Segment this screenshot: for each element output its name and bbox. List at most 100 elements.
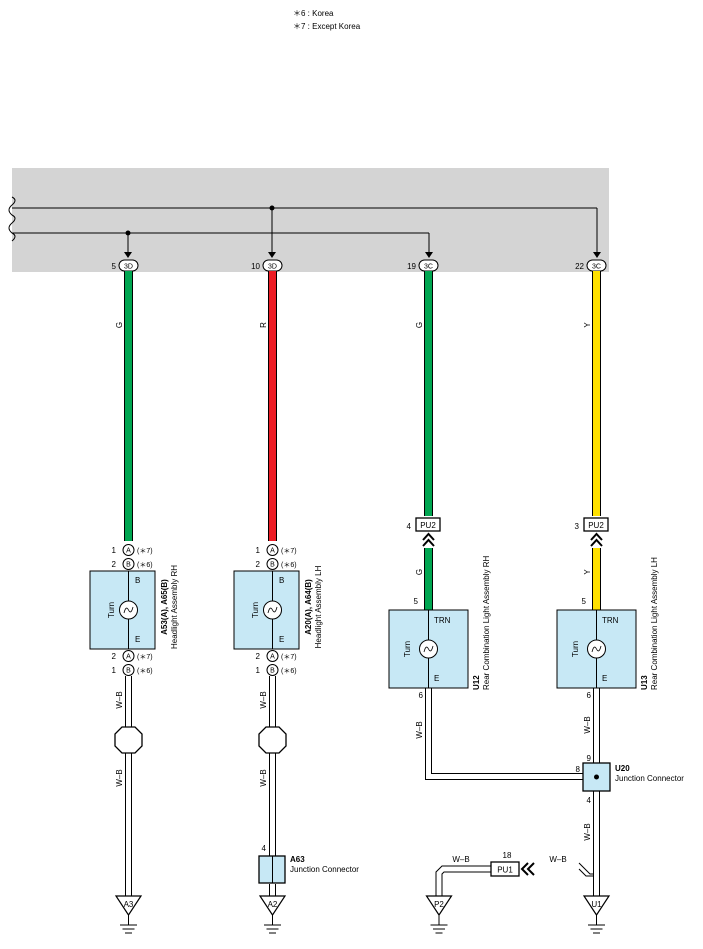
svg-text:B: B — [270, 562, 275, 569]
u12-pin-5: 5 — [414, 597, 419, 606]
svg-text:4: 4 — [587, 796, 592, 805]
splice-octagon-rh — [114, 726, 143, 754]
svg-text:Turn: Turn — [107, 602, 116, 618]
svg-text:(＊6): (＊6) — [137, 668, 153, 675]
headlight-rh-component: B E Turn — [89, 570, 156, 650]
svg-text:(＊6): (＊6) — [281, 562, 297, 569]
a63-id: A63 — [290, 855, 305, 864]
u20-id: U20 — [615, 764, 630, 773]
u13-name: Rear Combination Light Assembly LH — [650, 557, 659, 690]
u12-pin-6: 6 — [419, 691, 424, 700]
headlight-lh-id: A20(A), A64(B) — [304, 579, 313, 635]
svg-text:3D: 3D — [268, 264, 277, 271]
svg-text:4: 4 — [407, 522, 412, 531]
bus-arrows — [124, 252, 601, 258]
svg-text:A3: A3 — [124, 900, 134, 909]
svg-text:3C: 3C — [592, 264, 601, 271]
svg-text:A: A — [126, 654, 131, 661]
rear-combination-rh-component: TRN E Turn — [388, 609, 469, 689]
svg-text:PU2: PU2 — [588, 521, 604, 530]
svg-text:E: E — [279, 635, 284, 644]
junction-dot — [269, 205, 275, 211]
svg-text:PU1: PU1 — [497, 866, 513, 875]
mini-connector-b-rh-bottom: 1 B (＊6) — [112, 664, 153, 676]
pu1-connector: 18 PU1 — [490, 851, 535, 877]
pu2-connector-right: 3 PU2 — [575, 517, 609, 547]
svg-text:A: A — [270, 654, 275, 661]
svg-text:1: 1 — [256, 546, 261, 555]
bus-block — [12, 168, 609, 272]
headlight-rh-id: A53(A), A65(B) — [160, 579, 169, 635]
u20-name: Junction Connector — [615, 774, 684, 783]
top-pin-19: 3C 19 — [407, 259, 439, 272]
wire-label-r: R — [259, 322, 268, 328]
svg-text:2: 2 — [112, 560, 117, 569]
wire-label-wb: W–B — [583, 716, 592, 733]
svg-text:22: 22 — [575, 262, 584, 271]
wire-label-wb: W–B — [415, 721, 424, 738]
top-pin-22: 3C 22 — [575, 259, 607, 272]
headlight-rh-name: Headlight Assembly RH — [170, 565, 179, 649]
u12-name: Rear Combination Light Assembly RH — [482, 555, 491, 690]
svg-text:3C: 3C — [424, 264, 433, 271]
svg-text:B: B — [126, 562, 131, 569]
svg-text:Turn: Turn — [571, 641, 580, 657]
wire-label-wb: W–B — [583, 823, 592, 840]
u20-junction-connector: 9 8 4 — [576, 754, 611, 805]
svg-text:PU2: PU2 — [420, 521, 436, 530]
svg-text:E: E — [135, 635, 140, 644]
wire-label-g: G — [115, 322, 124, 328]
svg-text:TRN: TRN — [602, 616, 619, 625]
svg-text:(＊6): (＊6) — [281, 668, 297, 675]
wire-yellow — [592, 271, 601, 610]
svg-text:(＊7): (＊7) — [137, 654, 153, 661]
svg-text:(＊6): (＊6) — [137, 562, 153, 569]
wire-label-wb: W–B — [115, 769, 124, 786]
ground-a2: A2 — [258, 895, 287, 934]
svg-text:B: B — [279, 576, 284, 585]
junction-dot — [125, 230, 131, 236]
splice-octagon-lh — [258, 726, 287, 754]
pu2-connector-left: 4 PU2 — [407, 517, 441, 547]
wire-red — [268, 271, 277, 541]
svg-text:3: 3 — [575, 522, 580, 531]
svg-text:A: A — [126, 548, 131, 555]
svg-text:E: E — [602, 674, 607, 683]
u13-pin-6: 6 — [587, 691, 592, 700]
rear-combination-lh-component: TRN E Turn — [556, 609, 637, 689]
svg-text:A: A — [270, 548, 275, 555]
svg-text:B: B — [270, 668, 275, 675]
top-pin-5: 3D 5 — [112, 259, 139, 272]
svg-text:Turn: Turn — [403, 641, 412, 657]
ground-u1: U1 — [582, 895, 611, 934]
svg-text:10: 10 — [251, 262, 260, 271]
a63-junction-connector: 4 — [258, 844, 286, 884]
wire-label-g: G — [415, 322, 424, 328]
svg-text:(＊7): (＊7) — [281, 548, 297, 555]
svg-text:4: 4 — [262, 844, 267, 853]
a63-name: Junction Connector — [290, 865, 359, 874]
svg-text:1: 1 — [256, 666, 261, 675]
u12-id: U12 — [472, 675, 481, 690]
wire-label-y: Y — [583, 569, 592, 575]
u13-id: U13 — [640, 675, 649, 690]
wire-label-g: G — [415, 569, 424, 575]
mini-connector-b-lh-top: 2 B (＊6) — [256, 558, 297, 570]
svg-text:TRN: TRN — [434, 616, 451, 625]
wire-label-wb: W–B — [115, 691, 124, 708]
wire-label-wb: W–B — [259, 769, 268, 786]
svg-text:3D: 3D — [124, 264, 133, 271]
mini-connector-a-lh-bottom: 2 A (＊7) — [256, 650, 297, 662]
bus-lines — [12, 207, 598, 253]
wire-green-1 — [124, 271, 133, 541]
svg-text:E: E — [434, 674, 439, 683]
top-pin-10: 3D 10 — [251, 259, 283, 272]
svg-text:Turn: Turn — [251, 602, 260, 618]
svg-text:18: 18 — [503, 851, 512, 860]
wire-green-2 — [424, 271, 433, 610]
wire-label-wb: W–B — [549, 855, 566, 864]
headlight-lh-component: B E Turn — [233, 570, 300, 650]
svg-text:B: B — [126, 668, 131, 675]
bus-break-symbol — [8, 196, 16, 242]
